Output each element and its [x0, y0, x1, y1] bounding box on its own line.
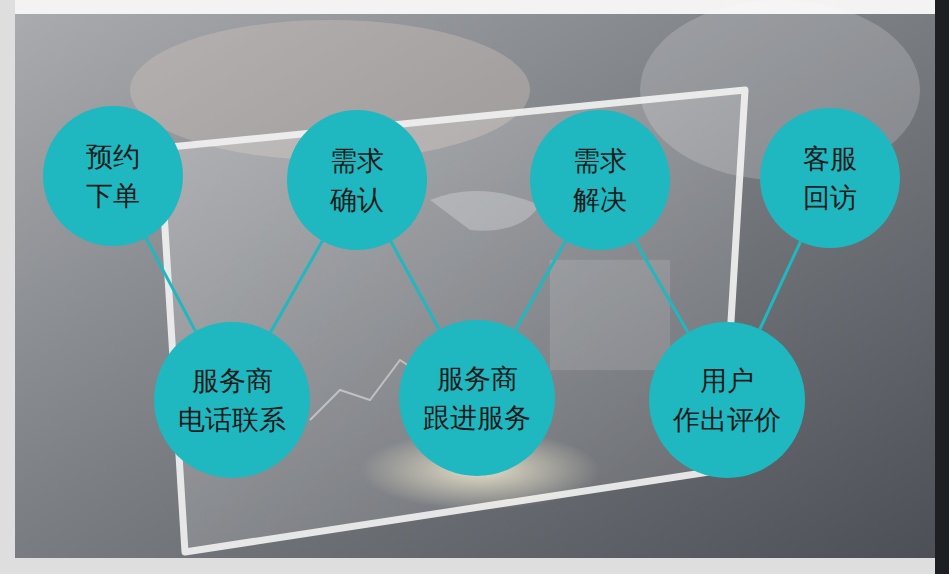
flow-connector [271, 241, 323, 332]
step-label: 客服 回访 [790, 139, 871, 217]
step-circle: 预约 下单 [43, 106, 183, 246]
step-label: 需求 解决 [560, 141, 641, 219]
connector-line [391, 241, 440, 329]
connector-line [760, 241, 801, 329]
connector-line [515, 241, 565, 330]
step-circle: 需求 确认 [287, 110, 427, 250]
connector-line [271, 241, 323, 332]
step-label: 预约 下单 [73, 137, 154, 215]
screen-panel [550, 260, 670, 370]
step-label: 用户 作出评价 [665, 361, 789, 439]
flow-connector [635, 241, 688, 333]
flow-connector [146, 238, 196, 331]
step-label: 服务商 跟进服务 [415, 359, 539, 437]
step-label: 服务商 电话联系 [170, 361, 294, 439]
step-circle: 服务商 电话联系 [154, 322, 310, 478]
step-circle: 客服 回访 [760, 108, 900, 248]
step-circle: 服务商 跟进服务 [399, 320, 555, 476]
flow-connector [760, 241, 801, 329]
world-map [430, 191, 540, 231]
connector-line [146, 238, 196, 331]
flow-connector [391, 241, 440, 329]
step-circle: 用户 作出评价 [649, 322, 805, 478]
connector-line [635, 241, 688, 333]
step-circle: 需求 解决 [530, 110, 670, 250]
right-strip [935, 0, 949, 574]
step-label: 需求 确认 [317, 141, 398, 219]
glass-tablet [160, 90, 745, 552]
flow-connector [515, 241, 565, 330]
